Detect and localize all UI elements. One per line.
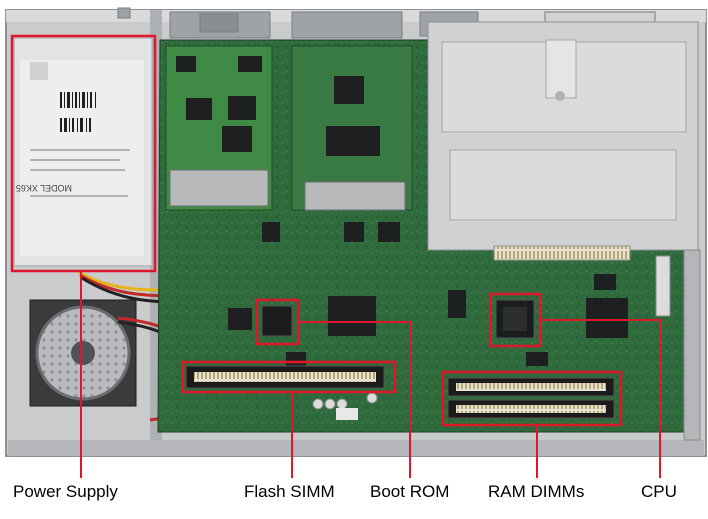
cpu-leader: [540, 319, 661, 478]
flash-simm-label: Flash SIMM: [244, 482, 335, 501]
power-supply-unit: MODEL XK65: [13, 37, 153, 267]
side-rails: [655, 249, 701, 441]
psu-model-text: MODEL XK65: [16, 183, 72, 193]
cooling-fan: [29, 299, 137, 407]
boot-rom-label: Boot ROM: [370, 482, 450, 501]
cpu-label: CPU: [641, 482, 677, 501]
power-supply-highlight: [10, 34, 157, 273]
ram-dimms-highlight: [441, 370, 623, 427]
power-supply-label: Power Supply: [13, 482, 118, 501]
boot-rom-leader: [298, 321, 411, 478]
highlight-boxes: [10, 34, 623, 427]
motherboard: [157, 21, 699, 433]
flash-simm-highlight: [181, 360, 397, 394]
leader-lines: [80, 271, 661, 478]
ram-dimms-label: RAM DIMMs: [488, 482, 585, 501]
